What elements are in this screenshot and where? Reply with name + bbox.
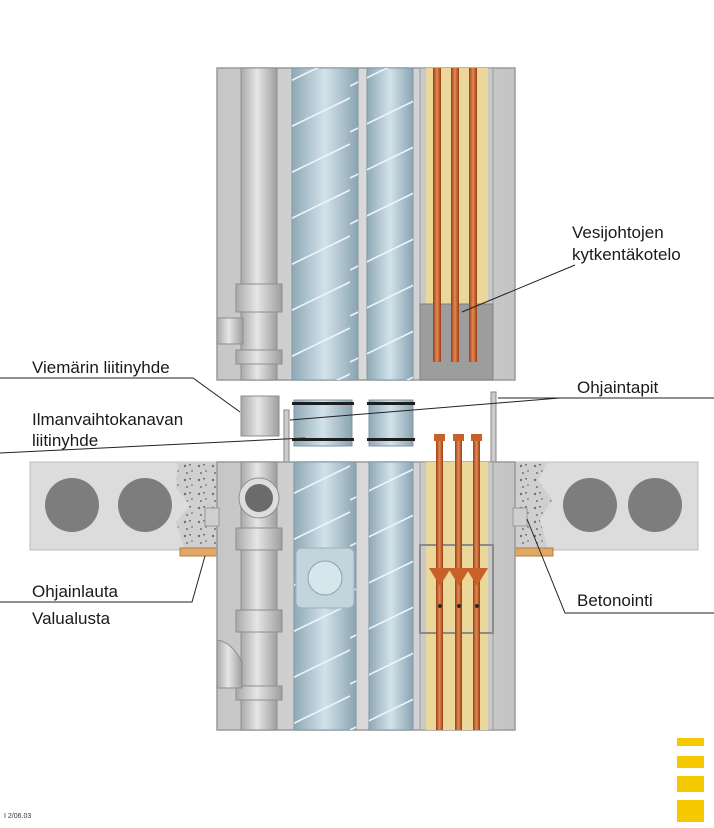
lower-sewer-pipe	[216, 461, 283, 731]
sewer-connector-part	[240, 395, 280, 437]
label-sewer-connector: Viemärin liitinyhde	[32, 358, 170, 377]
logo-bars	[677, 738, 704, 822]
lower-ventilation-duct-right	[368, 461, 414, 731]
vent-connector-left	[292, 399, 354, 447]
label-water-box-line2: kytkentäkotelo	[572, 245, 681, 264]
label-water-box-line1: Vesijohtojen	[572, 223, 664, 242]
upper-water-pipes	[419, 67, 494, 381]
label-guide-pins: Ohjaintapit	[577, 378, 659, 397]
label-vent-connector-line2: liitinyhde	[32, 431, 98, 450]
footer-code: I 2/06.03	[4, 813, 31, 820]
upper-sewer-pipe	[216, 67, 283, 381]
label-guide-board: Ohjainlauta	[32, 582, 119, 601]
label-vent-connector-line1: Ilmanvaihtokanavan	[32, 410, 183, 429]
leader-lines	[0, 264, 714, 614]
upper-shaft-module	[216, 67, 516, 381]
label-casting-base: Valualusta	[32, 609, 111, 628]
lower-water-pipes	[419, 434, 494, 731]
vent-connector-right	[367, 399, 415, 447]
lower-shaft-module	[204, 434, 528, 731]
upper-ventilation-duct-left	[291, 67, 359, 381]
upper-ventilation-duct-right	[366, 67, 414, 381]
label-concreting: Betonointi	[577, 591, 653, 610]
lower-ventilation-duct-left	[293, 461, 357, 731]
